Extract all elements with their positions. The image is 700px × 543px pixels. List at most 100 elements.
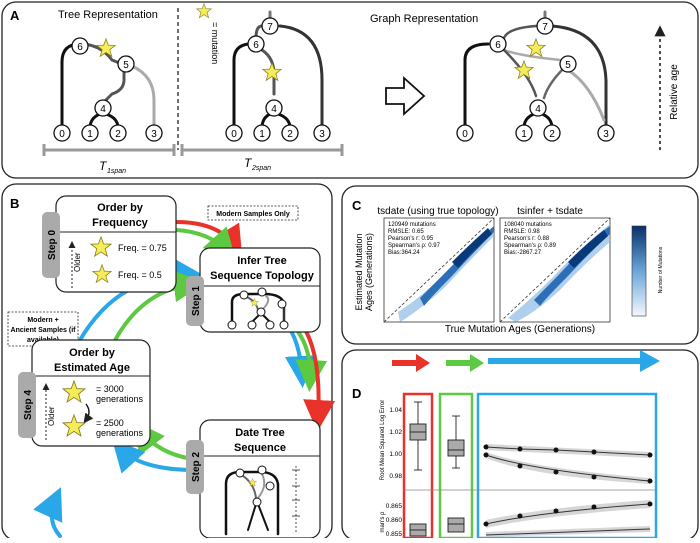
svg-text:1.02: 1.02 — [389, 429, 402, 436]
panel-d-header-arrows — [392, 350, 660, 372]
plot2-stats: 108040 mutations RMSLE: 0.98 Pearson's r… — [504, 222, 557, 256]
tree-representation-title: Tree Representation — [58, 9, 158, 21]
plot-xlabel: True Mutation Ages (Generations) — [445, 324, 595, 335]
span1-label: T — [99, 159, 108, 173]
svg-text:2: 2 — [549, 129, 555, 140]
svg-text:Step 2: Step 2 — [191, 452, 202, 482]
graph-representation-title: Graph Representation — [370, 13, 478, 25]
scatter-plot-1 — [383, 217, 495, 323]
step4-age1-a: = 3000 — [96, 384, 124, 394]
colorbar — [631, 225, 647, 317]
panel-a-label: A — [10, 8, 20, 23]
span2-sub: 2span — [251, 165, 271, 172]
spearman-trend-lines — [483, 500, 653, 537]
step0-freq2: Freq. = 0.5 — [118, 270, 162, 280]
svg-text:1: 1 — [87, 129, 93, 140]
svg-text:0.855: 0.855 — [386, 531, 403, 538]
step4-swap-arrow-icon — [83, 403, 94, 424]
svg-text:RMSLE: 0.98: RMSLE: 0.98 — [504, 229, 540, 235]
svg-text:1: 1 — [521, 129, 527, 140]
step4-tag — [18, 372, 36, 438]
svg-text:Spearman's ρ: 0.89: Spearman's ρ: 0.89 — [504, 243, 557, 249]
step1-tag — [186, 276, 204, 326]
rmsle-boxplots — [409, 401, 465, 471]
svg-text:RMSLE: 0.65: RMSLE: 0.65 — [388, 229, 424, 235]
svg-text:0: 0 — [59, 129, 65, 140]
step2-title-1: Date Tree — [235, 427, 285, 439]
svg-text:4: 4 — [535, 104, 541, 115]
step0-title-1: Order by — [97, 202, 144, 214]
step2-title-2: Sequence — [234, 442, 286, 454]
plot1-stats: 120949 mutations RMSLE: 0.65 Pearson's r… — [388, 222, 441, 256]
svg-text:3: 3 — [319, 129, 325, 140]
plot2-title: tsinfer + tsdate — [517, 206, 583, 217]
spearman-ticks: 0.865 0.860 0.855 — [386, 503, 403, 538]
svg-text:6: 6 — [495, 40, 501, 51]
panel-a-frame — [1, 1, 699, 179]
graph-nodes: 0 1 2 3 4 5 6 7 — [456, 17, 615, 142]
step2-tag — [186, 440, 204, 494]
svg-text:Pearson's r: 0.95: Pearson's r: 0.95 — [388, 236, 434, 242]
svg-text:5: 5 — [565, 60, 571, 71]
span-bars — [42, 144, 344, 156]
svg-text:Bias:364.24: Bias:364.24 — [388, 250, 420, 256]
span1-sub: 1span — [107, 168, 126, 175]
svg-text:Step 4: Step 4 — [23, 390, 34, 420]
step4-older: Older — [47, 406, 56, 426]
step0-older: Older — [73, 252, 82, 272]
svg-text:Pearson's r: 0.88: Pearson's r: 0.88 — [504, 236, 550, 242]
mutation-legend-text: = mutation — [210, 22, 220, 64]
svg-text:Spearman's ρ: 0.97: Spearman's ρ: 0.97 — [388, 243, 441, 249]
svg-text:6: 6 — [77, 42, 83, 53]
svg-text:5: 5 — [123, 60, 129, 71]
rmsle-ylabel: Root Mean Squared Log Error — [380, 400, 386, 480]
step4-title-2: Estimated Age — [54, 362, 130, 374]
rmsle-trend-lines — [483, 444, 653, 484]
panel-c-label: C — [352, 198, 362, 213]
svg-text:3: 3 — [603, 129, 609, 140]
svg-text:6: 6 — [253, 40, 259, 51]
svg-text:1: 1 — [259, 129, 265, 140]
step1-title-2: Sequence Topology — [210, 270, 315, 282]
svg-text:2: 2 — [115, 129, 121, 140]
plot-ylabel-2: Ages (Generations) — [364, 233, 374, 311]
svg-text:Modern Samples Only: Modern Samples Only — [216, 211, 290, 218]
svg-text:7: 7 — [267, 22, 273, 33]
svg-text:Step 1: Step 1 — [191, 286, 202, 316]
svg-text:120949 mutations: 120949 mutations — [388, 222, 436, 228]
step2-time-scale — [292, 466, 300, 534]
step4-title-1: Order by — [69, 347, 116, 359]
step4-age2-b: generations — [96, 428, 144, 438]
svg-text:108040 mutations: 108040 mutations — [504, 222, 552, 228]
svg-text:0: 0 — [231, 129, 237, 140]
svg-text:Modern +: Modern + — [27, 317, 58, 324]
svg-text:2: 2 — [287, 129, 293, 140]
spearman-boxplots — [409, 517, 465, 537]
svg-text:4: 4 — [271, 104, 277, 115]
modern-only-note — [207, 205, 299, 221]
relative-age-label: Relative age — [669, 64, 680, 120]
svg-text:0.865: 0.865 — [386, 503, 403, 510]
plot1-title: tsdate (using true topology) — [377, 206, 498, 217]
svg-text:1.00: 1.00 — [389, 451, 402, 458]
svg-text:0.98: 0.98 — [389, 473, 402, 480]
colorbar-label: Number of Mutations — [658, 246, 664, 293]
step0-freq1: Freq. = 0.75 — [118, 243, 167, 253]
span2-label: T — [244, 156, 253, 170]
tree-nodes: 0 1 2 3 4 5 6 0 1 2 3 4 6 7 — [53, 17, 331, 142]
step1-title-1: Infer Tree — [237, 255, 287, 267]
svg-text:Step 0: Step 0 — [47, 230, 58, 260]
plot-ylabel-1: Estimated Mutation — [354, 233, 364, 310]
svg-text:0.860: 0.860 — [386, 517, 403, 524]
svg-text:3: 3 — [151, 129, 157, 140]
panel-d-label: D — [352, 386, 361, 401]
svg-text:Bias:-2867.27: Bias:-2867.27 — [504, 250, 542, 256]
svg-text:7: 7 — [542, 22, 548, 33]
rmsle-ticks: 1.04 1.02 1.00 0.98 — [389, 407, 402, 480]
step0-tag — [42, 212, 60, 278]
svg-text:0: 0 — [462, 129, 468, 140]
step2-tree-icon — [224, 465, 280, 536]
graph-edges — [463, 10, 608, 130]
step0-title-2: Frequency — [92, 217, 149, 229]
